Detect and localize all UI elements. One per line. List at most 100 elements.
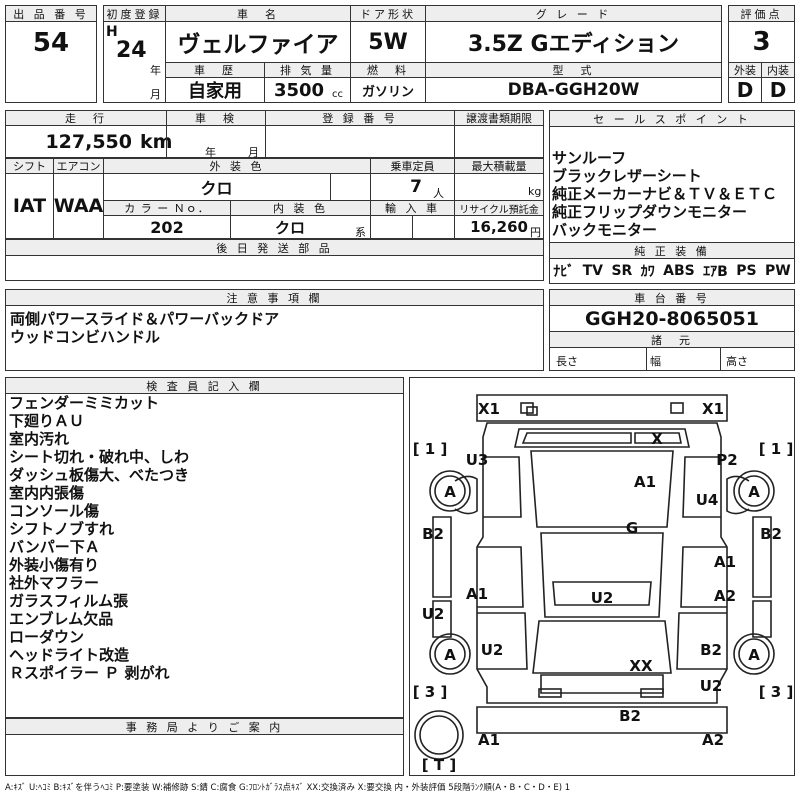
history-label: 車 歴 [165, 62, 265, 78]
front-grille [526, 406, 538, 416]
exterior-color: クロ [200, 179, 233, 198]
damage-mark: A2 [702, 731, 724, 749]
rear-glass [532, 620, 672, 674]
mileage: 127,550 [45, 130, 132, 153]
chassis-number: GGH20-8065051 [585, 307, 759, 330]
inspection-month-unit: 月 [248, 146, 259, 159]
displacement-label: 排 気 量 [264, 62, 351, 78]
wheel-left-rear [434, 638, 466, 670]
damage-mark: P2 [716, 451, 737, 469]
damage-mark: U2 [481, 641, 504, 659]
notes-label: 注 意 事 項 欄 [5, 289, 544, 306]
specs-label: 諸 元 [549, 331, 795, 348]
inspector-note: シート切れ・破れ中、しわ [9, 448, 190, 466]
lot-number: 54 [32, 28, 70, 58]
registration-year: 24 [116, 38, 147, 63]
damage-mark: U2 [700, 677, 723, 695]
damage-mark: X [651, 430, 663, 448]
equipment-item: ｴｱB [703, 264, 728, 280]
equipment-label: 純 正 装 備 [549, 242, 795, 259]
left-front-panel [483, 456, 522, 518]
score-label: 評価点 [728, 5, 795, 22]
damage-mark: B2 [760, 525, 782, 543]
rear-light [538, 688, 562, 698]
equipment-item: ﾅﾋﾞ [553, 264, 575, 280]
inspector-note: コンソール傷 [9, 502, 100, 520]
displacement: 3500 [273, 79, 325, 101]
wheel-right-rear [738, 638, 770, 670]
sales-point: 純正メーカーナビ＆ＴＶ＆ＥＴＣ [552, 185, 778, 203]
equipment-list: ﾅﾋﾞ TV SR ｶﾜ ABS ｴｱB PS PW [549, 258, 795, 284]
wheel-right-front [738, 475, 770, 507]
inspector-note: 社外マフラー [9, 574, 100, 592]
exterior-grade-label: 外装 [728, 62, 762, 78]
grade-label: グ レ ー ド [425, 5, 722, 22]
sales-point: バックモニター [552, 221, 658, 239]
max-load-label: 最大積載量 [454, 158, 544, 174]
air-conditioning: WAA [53, 195, 104, 217]
shift: IAT [12, 195, 47, 217]
windshield-inner [634, 432, 682, 444]
damage-mark: A1 [466, 585, 488, 603]
grade: 3.5Z Gエディション [467, 32, 680, 57]
later-parts-label: 後 日 発 送 部 品 [5, 239, 544, 256]
hood [530, 450, 674, 528]
damage-mark: A [748, 483, 760, 501]
left-rear-glass [432, 600, 452, 638]
section-mark: [ T ] [422, 756, 456, 774]
left-door [477, 546, 524, 608]
right-rear-panel [676, 612, 727, 670]
color-number: 202 [150, 217, 184, 237]
right-rear-glass [752, 600, 772, 638]
model-code-label: 型 式 [425, 62, 722, 78]
year-unit: 年 [150, 64, 161, 77]
sales-points-list: サンルーフ ブラックレザーシート 純正メーカーナビ＆ＴＶ＆ＥＴＣ 純正フリップダ… [552, 149, 777, 239]
sales-point: 純正フリップダウンモニター [552, 203, 748, 221]
lot-number-label: 出 品 番 号 [5, 5, 97, 22]
month-unit: 月 [150, 88, 161, 101]
equipment-item: SR [611, 263, 633, 279]
registration-number-label: 登 録 番 号 [265, 110, 455, 126]
model-code: DBA-GGH20W [507, 80, 640, 100]
inspector-note: エンブレム欠品 [9, 610, 114, 628]
inspector-note: ローダウン [9, 628, 85, 646]
era: H [106, 24, 118, 40]
note-item: ウッドコンビハンドル [10, 328, 161, 346]
damage-mark: G [626, 519, 638, 537]
recycle-fee-unit: 円 [530, 226, 541, 239]
spare-tire [414, 710, 464, 760]
equipment-item: ｶﾜ [640, 264, 655, 280]
section-mark: [ 1 ] [413, 440, 448, 458]
section-mark: [ 3 ] [413, 683, 448, 701]
import-label: 輸 入 車 [370, 200, 455, 216]
right-door [680, 546, 727, 608]
wheel-left-front [429, 470, 471, 512]
damage-mark: A1 [478, 731, 500, 749]
height-label: 高さ [726, 355, 748, 368]
equipment-item: PW [765, 263, 791, 279]
chassis-number-label: 車 台 番 号 [549, 289, 795, 306]
fuel-label: 燃 料 [350, 62, 426, 78]
color-number-label: カ ラ ー Ｎｏ． [103, 200, 231, 216]
notes-list: 両側パワースライド＆パワーバックドア ウッドコンビハンドル [10, 310, 279, 346]
capacity-unit: 人 [433, 187, 444, 200]
recycle-fee-label: リサイクル預託金 [454, 200, 544, 216]
equipment-item: ABS [663, 263, 695, 279]
damage-mark: A1 [714, 553, 736, 571]
windshield-inner [521, 432, 632, 444]
damage-mark: B2 [700, 641, 722, 659]
left-side-glass [432, 516, 452, 598]
inspector-note: バンパー下Ａ [9, 538, 100, 556]
mileage-unit: km [140, 130, 173, 153]
windshield [514, 428, 690, 448]
sales-point: ブラックレザーシート [552, 167, 702, 185]
roof [540, 532, 664, 618]
displacement-unit: cc [332, 89, 343, 100]
damage-mark: U3 [466, 451, 489, 469]
body-outline [476, 422, 728, 704]
interior-color-unit: 系 [355, 226, 366, 239]
sales-point: サンルーフ [552, 149, 627, 167]
left-mirror [454, 475, 478, 515]
inspector-note: ヘッドライト改造 [9, 646, 130, 664]
legend: A:ｷｽﾞ U:ﾍｺﾐ B:ｷｽﾞを伴うﾍｺﾐ P:要塗装 W:補修跡 S:錆 … [5, 783, 571, 793]
